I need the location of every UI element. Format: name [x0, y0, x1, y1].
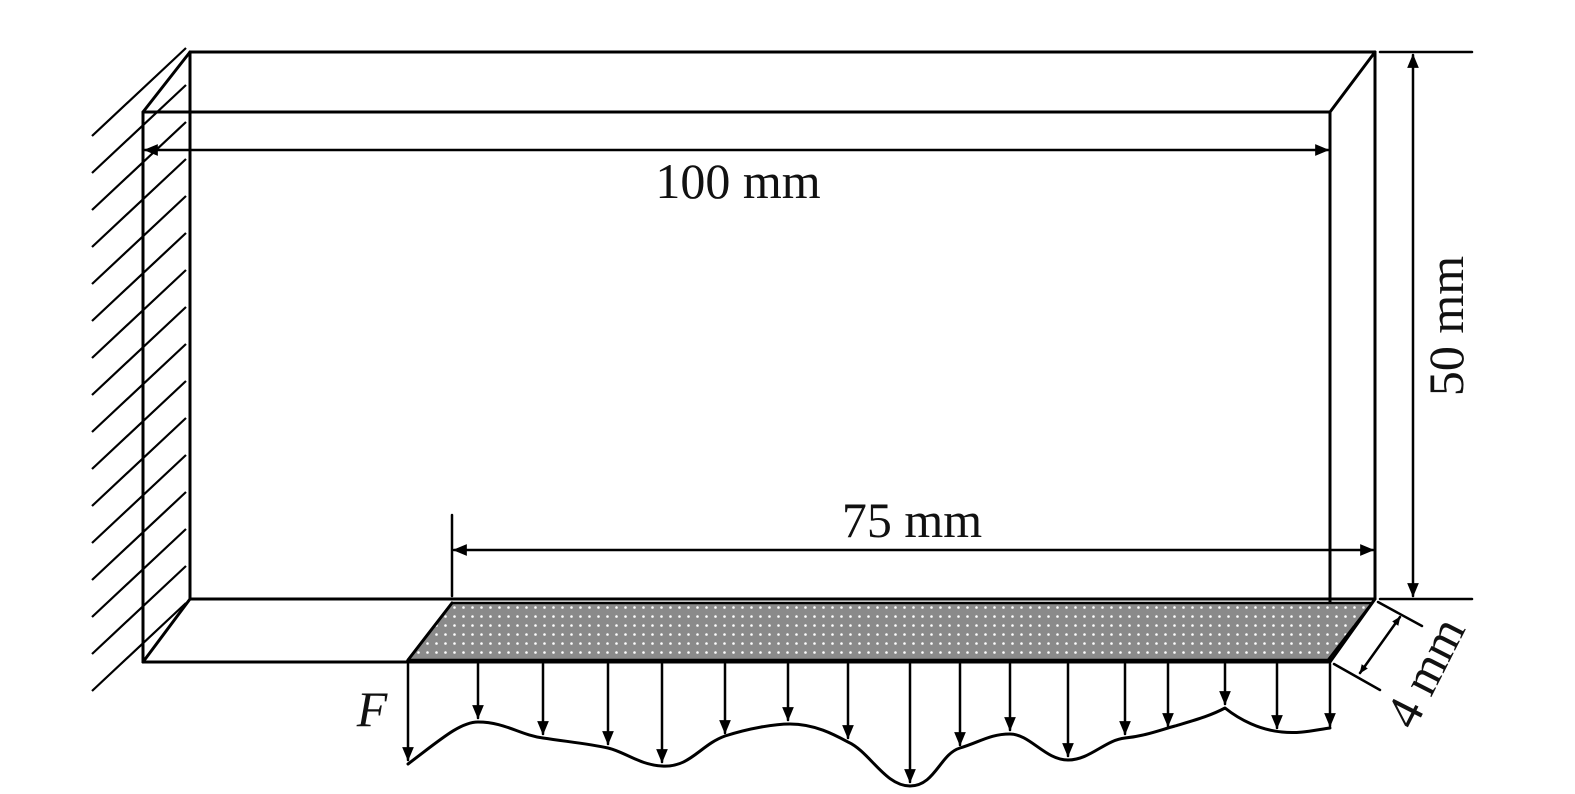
extension-line-4-top	[1376, 600, 1424, 628]
plate-outline	[141, 50, 1377, 664]
hatch-line	[91, 47, 187, 137]
dimension-length-loaded: 75 mm	[450, 492, 1375, 598]
label-length-total: 100 mm	[655, 153, 820, 209]
hatch-line	[91, 565, 187, 655]
hatch-line	[91, 380, 187, 470]
dimension-length-total: 100 mm	[143, 144, 1330, 209]
label-force: F	[356, 681, 388, 737]
hatch-line	[91, 602, 187, 692]
depth-edge-top-left	[141, 50, 192, 114]
hatch-line	[91, 343, 187, 433]
hatch-line	[91, 158, 187, 248]
hatch-line	[91, 528, 187, 618]
extension-line-4-bottom	[1332, 662, 1382, 692]
hatch-line	[91, 121, 187, 211]
hatch-line	[91, 491, 187, 581]
hatch-line	[91, 232, 187, 322]
hatch-line	[91, 417, 187, 507]
distributed-load	[402, 662, 1336, 788]
hatch-line	[91, 269, 187, 359]
hatch-line	[91, 306, 187, 396]
loaded-bottom-face	[405, 601, 1375, 662]
hatch-line	[91, 84, 187, 174]
plate-back-face	[188, 50, 1377, 601]
label-thickness: 4 mm	[1374, 608, 1476, 736]
plate-front-face	[141, 110, 1332, 664]
depth-edge-bottom-left	[141, 597, 192, 664]
load-envelope-curve	[406, 706, 1332, 788]
depth-edge-top-right	[1328, 50, 1377, 114]
fixed-wall-hatching	[91, 47, 187, 692]
loaded-face-left-edge	[406, 601, 454, 662]
dimension-height: 50 mm	[1378, 50, 1474, 601]
hatch-line	[91, 195, 187, 285]
hatch-line	[91, 454, 187, 544]
label-length-loaded: 75 mm	[842, 492, 982, 548]
label-height: 50 mm	[1418, 256, 1474, 396]
dimension-line-4	[1358, 615, 1402, 675]
